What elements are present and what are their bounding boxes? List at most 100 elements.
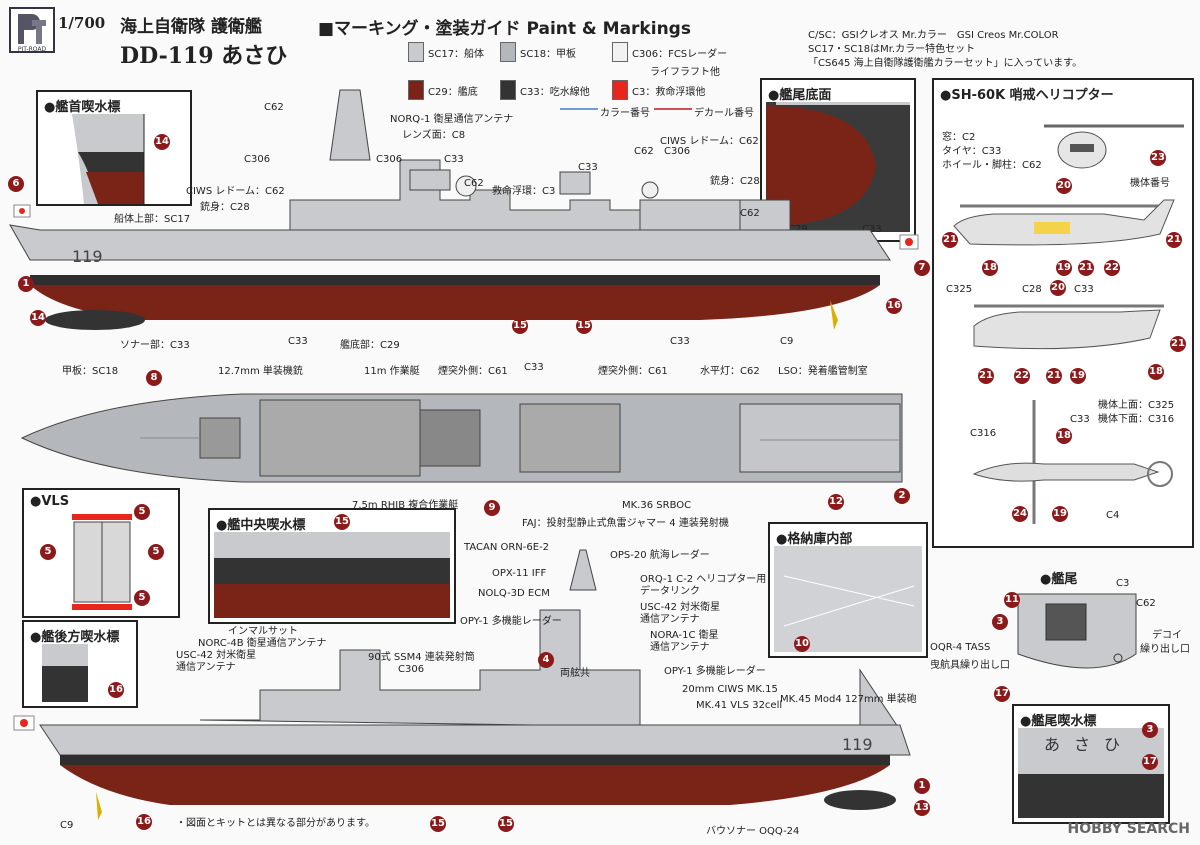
stern-mark-drawing: あさひ bbox=[1018, 728, 1164, 818]
watermark: HOBBY SEARCH bbox=[1067, 821, 1190, 837]
bottom-label: MK.41 VLS 32cell bbox=[696, 700, 783, 711]
box-title: ●艦尾 bbox=[1040, 572, 1078, 587]
swatch-c33 bbox=[500, 80, 516, 100]
side-label: 救命浮環：C3 bbox=[492, 186, 556, 197]
side-label: C33 bbox=[288, 336, 308, 347]
bottom-label: 両舷共 bbox=[560, 668, 590, 679]
top-label: 7.5m RHIB 複合作業艇 bbox=[352, 500, 459, 511]
top-label: 12.7mm 単装機銃 bbox=[218, 366, 303, 377]
top-label: 11m 作業艇 bbox=[364, 366, 420, 377]
side-label: CIWS レドーム：C62 bbox=[660, 136, 759, 147]
side-label: C62 bbox=[740, 208, 760, 219]
stern-label-c62: C62 bbox=[1136, 598, 1156, 609]
top-label: 甲板：SC18 bbox=[62, 366, 119, 377]
decal-4: 4 bbox=[538, 652, 554, 668]
ship-top-view bbox=[20, 393, 903, 483]
side-label: C33 bbox=[578, 162, 598, 173]
decal-3: 3 bbox=[992, 614, 1008, 630]
heli-note-tire: タイヤ：C33 bbox=[942, 146, 1002, 157]
bow-draft-drawing bbox=[72, 114, 145, 204]
decal-5: 5 bbox=[148, 544, 164, 560]
box-title: ●艦尾喫水標 bbox=[1020, 714, 1097, 729]
decal-14: 14 bbox=[30, 310, 46, 326]
logo-text: PIT-ROAD bbox=[18, 46, 47, 53]
note-line: SC17・SC18はMr.カラー特色セット bbox=[808, 44, 976, 55]
side-label: CIWS レドーム：C62 bbox=[186, 186, 285, 197]
decal-8: 8 bbox=[146, 370, 162, 386]
heli-label-c316: C316 bbox=[970, 428, 997, 439]
top-label: C33 bbox=[524, 362, 544, 373]
stern-label-tass2: 曳航具繰り出し口 bbox=[930, 660, 1010, 671]
swatch-sc18 bbox=[500, 42, 516, 62]
bottom-label: USC-42 対米衛星 bbox=[176, 650, 257, 661]
bottom-label: 20mm CIWS MK.15 bbox=[682, 684, 778, 695]
heli-label-c28: C28 bbox=[1022, 284, 1042, 295]
decal-17: 17 bbox=[994, 686, 1010, 702]
decal-11: 11 bbox=[1004, 592, 1020, 608]
side-label: C9 bbox=[780, 336, 794, 347]
swatch-label: C33：吃水線他 bbox=[520, 87, 590, 98]
top-label: LSO：発着艦管制室 bbox=[778, 366, 868, 377]
side-label: 船体上部：SC17 bbox=[114, 214, 191, 225]
decal-9: 9 bbox=[484, 500, 500, 516]
heli-note-window: 窓：C2 bbox=[942, 132, 976, 143]
side-label: C306 bbox=[244, 154, 271, 165]
decal-17: 17 bbox=[1142, 754, 1158, 770]
bottom-label: 通信アンテナ bbox=[176, 662, 236, 673]
heli-label-c325: C325 bbox=[946, 284, 973, 295]
top-label: MK.36 SRBOC bbox=[622, 500, 692, 511]
decal-5: 5 bbox=[134, 504, 150, 520]
decal-22: 22 bbox=[1014, 368, 1030, 384]
decal-19: 19 bbox=[1052, 506, 1068, 522]
bottom-label: OPS-20 航海レーダー bbox=[610, 550, 710, 561]
aft-draft-box: ●艦後方喫水標 16 bbox=[22, 620, 138, 708]
decal-16: 16 bbox=[886, 298, 902, 314]
decal-22: 22 bbox=[1104, 260, 1120, 276]
decal-2: 2 bbox=[894, 488, 910, 504]
box-title: ●艦尾底面 bbox=[768, 88, 832, 103]
bottom-label: データリンク bbox=[640, 586, 700, 597]
decal-20: 20 bbox=[1056, 178, 1072, 194]
decal-20: 20 bbox=[1050, 280, 1066, 296]
mid-draft-box: ●艦中央喫水標 15 bbox=[208, 508, 456, 624]
decal-3: 3 bbox=[1142, 722, 1158, 738]
decal-12: 12 bbox=[828, 494, 844, 510]
swatch-label: C29：艦底 bbox=[428, 87, 478, 98]
scale-label: 1/700 bbox=[58, 14, 106, 32]
swatch-label: C306：FCSレーダー bbox=[632, 49, 728, 60]
stern-label-decoy2: 繰り出し口 bbox=[1140, 644, 1190, 655]
bottom-label: ORQ-1 C-2 ヘリコプター用 bbox=[640, 574, 767, 585]
box-title: ●艦中央喫水標 bbox=[216, 518, 306, 533]
decal-1: 1 bbox=[914, 778, 930, 794]
ship-name: DD-119 あさひ bbox=[120, 43, 288, 69]
side-label: 銃身：C28 bbox=[710, 176, 760, 187]
bottom-label: USC-42 対米衛星 bbox=[640, 602, 721, 613]
legend-color-no: カラー番号 bbox=[600, 108, 650, 119]
bottom-label: ・図面とキットとは異なる部分があります。 bbox=[176, 818, 375, 829]
mid-draft-drawing bbox=[214, 532, 450, 618]
bottom-label: 通信アンテナ bbox=[640, 614, 700, 625]
decal-21: 21 bbox=[942, 232, 958, 248]
heli-label-c33b: C33 bbox=[1070, 414, 1090, 425]
vls-drawing bbox=[72, 514, 132, 610]
side-label: C33 bbox=[444, 154, 464, 165]
decal-15: 15 bbox=[512, 318, 528, 334]
top-label: 煙突外側：C61 bbox=[438, 366, 508, 377]
decal-15: 15 bbox=[576, 318, 592, 334]
swatch-c29 bbox=[408, 80, 424, 100]
stern-label-c3: C3 bbox=[1116, 578, 1130, 589]
legend-decal-no: デカール番号 bbox=[694, 108, 754, 119]
guide-title: ■マーキング・塗装ガイド Paint & Markings bbox=[318, 19, 691, 39]
bottom-label: 90式 SSM4 連装発射筒 bbox=[368, 652, 475, 663]
top-label: FAJ：投射型静止式魚雷ジャマー 4 連装発射機 bbox=[522, 518, 729, 529]
stern-label-tass: OQR-4 TASS bbox=[930, 642, 991, 653]
decal-21: 21 bbox=[1170, 336, 1186, 352]
hangar-drawing bbox=[774, 546, 922, 652]
decal-5: 5 bbox=[134, 590, 150, 606]
bottom-label: インマルサット bbox=[228, 626, 298, 637]
heli-upper: 機体上面：C325 bbox=[1098, 400, 1175, 411]
decal-21: 21 bbox=[1166, 232, 1182, 248]
decal-18: 18 bbox=[1148, 364, 1164, 380]
decal-16: 16 bbox=[108, 682, 124, 698]
decal-15: 15 bbox=[498, 816, 514, 832]
